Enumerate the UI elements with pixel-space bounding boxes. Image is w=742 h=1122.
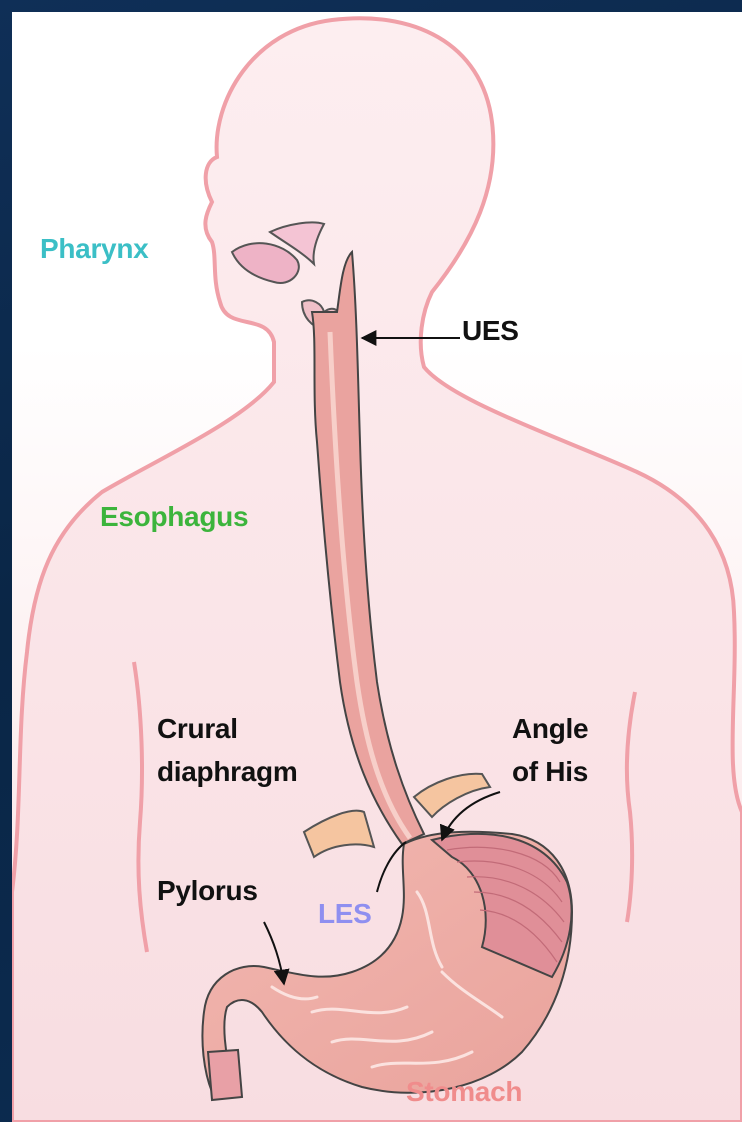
diagram-panel: Pharynx UES Esophagus Crural diaphragm A… <box>12 12 742 1122</box>
label-angle-line2: of His <box>512 755 588 789</box>
duodenum-end <box>208 1050 242 1100</box>
label-esophagus: Esophagus <box>100 500 248 534</box>
label-angle-line1: Angle <box>512 712 588 746</box>
label-pharynx: Pharynx <box>40 232 148 266</box>
label-les: LES <box>318 897 372 931</box>
label-crural-line2: diaphragm <box>157 755 297 789</box>
body-silhouette <box>12 18 742 1122</box>
anatomy-figure <box>12 12 742 1122</box>
label-stomach: Stomach <box>406 1075 522 1109</box>
label-pylorus: Pylorus <box>157 874 258 908</box>
label-crural-line1: Crural <box>157 712 238 746</box>
label-ues: UES <box>462 314 519 348</box>
